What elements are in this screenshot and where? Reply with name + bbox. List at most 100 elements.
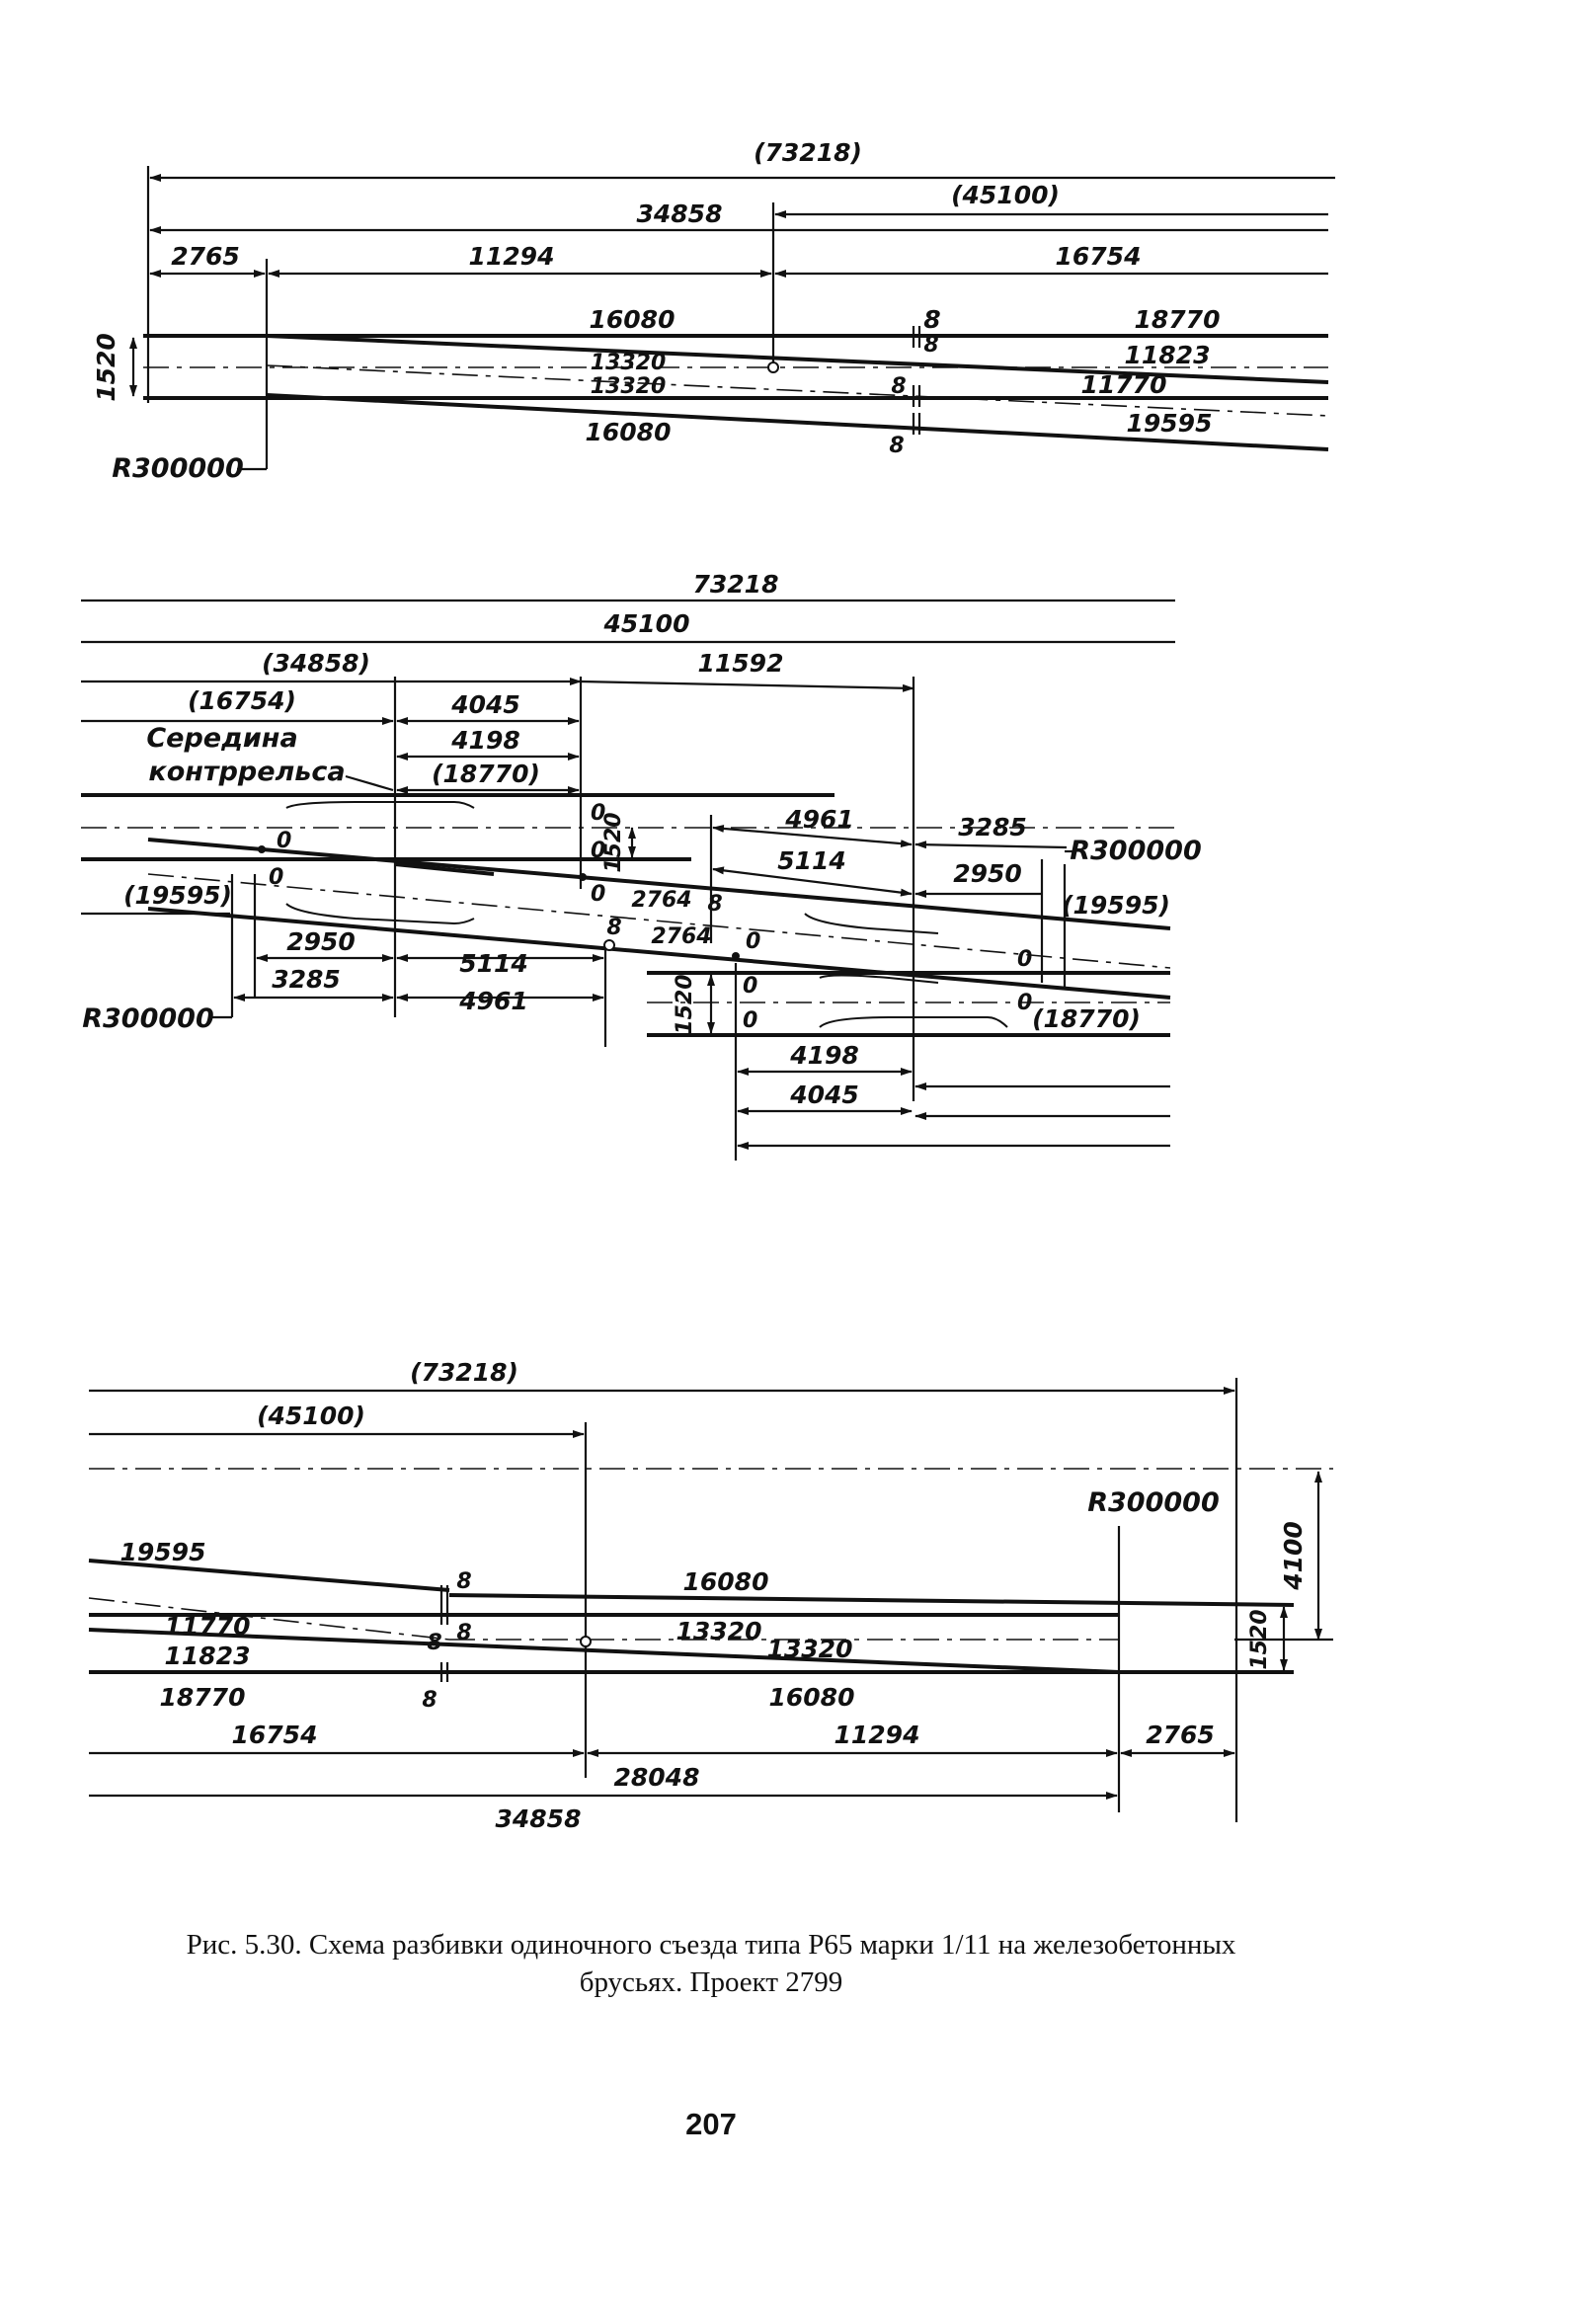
dim-1520: 1520 <box>1247 1609 1272 1669</box>
dim-2950: 2950 <box>286 927 356 956</box>
frog-block <box>394 862 495 876</box>
diverging-axis <box>266 364 1329 417</box>
zero-mark: 0 <box>746 929 760 954</box>
middle-diagram: 73218 45100 (34858) 11592 (16754) 4045 С… <box>81 570 1202 1161</box>
joint-point <box>579 873 587 881</box>
diverging-axis <box>88 1597 450 1641</box>
bottom-diagram: (73218) (45100) R300000 4100 19595 8 160… <box>88 1358 1333 1833</box>
dim-16754: 16754 <box>232 1721 318 1749</box>
joint-point <box>732 952 740 960</box>
zero-mark: 0 <box>277 829 291 853</box>
zero-mark: 0 <box>591 882 605 907</box>
dim-11770: 11770 <box>165 1612 251 1641</box>
diverging-rail <box>88 1559 450 1592</box>
guard-rail <box>285 903 475 925</box>
dim-19595: (19595) <box>1062 891 1170 920</box>
dim-11294: 11294 <box>469 242 555 271</box>
dim-2764: 2764 <box>631 888 691 913</box>
leader-line <box>345 774 394 792</box>
zero-mark: 0 <box>1017 991 1032 1015</box>
caption-line-1: Рис. 5.30. Схема разбивки одиночного съе… <box>186 1929 1236 1961</box>
dim-4045: 4045 <box>450 690 520 719</box>
dim-11592: 11592 <box>698 649 784 678</box>
radius-label: R300000 <box>1070 836 1202 866</box>
dim-45100: (45100) <box>257 1402 365 1430</box>
dim-45100: 45100 <box>603 609 690 638</box>
dim-28048: 28048 <box>614 1763 700 1792</box>
zero-mark: 0 <box>743 974 757 999</box>
dim-5114: 5114 <box>777 846 846 875</box>
radius-label: R300000 <box>112 453 244 484</box>
zero-mark: 0 <box>743 1008 757 1033</box>
dim-4100: 4100 <box>1279 1521 1308 1591</box>
page-number: 207 <box>685 2107 737 2141</box>
top-diagram: (73218) (45100) 34858 2765 11294 16754 1… <box>92 138 1335 484</box>
dim-4198: 4198 <box>450 726 520 755</box>
dim-16080: 16080 <box>769 1683 855 1712</box>
dim-1520: 1520 <box>673 974 697 1034</box>
joint-point <box>258 845 266 853</box>
diverging-rail <box>147 838 1171 930</box>
dim-5114: 5114 <box>459 949 528 978</box>
guard-rail-midpoint-label: Середина <box>146 723 297 754</box>
dim-2950: 2950 <box>953 859 1022 888</box>
dim-4961: 4961 <box>784 805 854 834</box>
dim-line-3285 <box>914 841 1068 849</box>
guard-rail-midpoint-label: контррельса <box>148 757 345 787</box>
dim-8: 8 <box>891 374 906 399</box>
frog-point <box>603 939 615 951</box>
dim-16080: 16080 <box>683 1567 769 1596</box>
frog-point <box>580 1636 592 1647</box>
dim-2765: 2765 <box>171 242 240 271</box>
radius-label: R300000 <box>82 1003 214 1034</box>
zero-mark: 0 <box>591 839 605 863</box>
diverging-rail <box>266 393 1329 451</box>
dim-8: 8 <box>422 1688 437 1713</box>
zero-mark: 0 <box>1017 947 1032 972</box>
dim-19595: (19595) <box>123 881 232 910</box>
diverging-axis <box>147 873 1171 969</box>
dim-13320: 13320 <box>676 1617 762 1645</box>
guard-rail <box>804 913 939 934</box>
dim-8: 8 <box>456 1569 471 1594</box>
dim-18770: (18770) <box>432 760 540 788</box>
guard-rail <box>285 801 475 809</box>
dim-line-4961 <box>712 824 913 848</box>
dim-8: 8 <box>427 1631 441 1655</box>
dim-13320: 13320 <box>591 374 667 399</box>
dim-1520: 1520 <box>92 333 120 402</box>
dim-19595: 19595 <box>1127 409 1213 438</box>
dim-3285: 3285 <box>272 965 341 994</box>
dim-8: 8 <box>923 333 938 358</box>
zero-mark: 0 <box>269 865 283 890</box>
dim-73218: (73218) <box>754 138 862 167</box>
radius-label: R300000 <box>1087 1487 1220 1518</box>
dim-8: 8 <box>889 434 904 458</box>
dim-3285: 3285 <box>958 813 1027 841</box>
diverging-rail <box>147 907 1171 1000</box>
dim-16080: 16080 <box>586 418 672 446</box>
dim-8: 8 <box>606 916 621 940</box>
dim-8: 8 <box>923 305 940 334</box>
dim-8: 8 <box>456 1621 471 1645</box>
dim-4198: 4198 <box>789 1041 859 1070</box>
dim-19595: 19595 <box>120 1538 206 1566</box>
guard-rail <box>819 974 939 984</box>
dim-73218: (73218) <box>410 1358 518 1387</box>
dim-11294: 11294 <box>834 1721 920 1749</box>
caption-line-2: брусьях. Проект 2799 <box>579 1966 843 1998</box>
dim-34858: 34858 <box>637 200 723 228</box>
diverging-rail <box>266 334 1329 384</box>
dim-line-5114 <box>712 866 913 897</box>
zero-mark: 0 <box>591 801 605 826</box>
dim-34858: 34858 <box>496 1804 582 1833</box>
diverging-rail <box>88 1628 1120 1674</box>
dim-11770: 11770 <box>1081 370 1167 399</box>
dim-16754: (16754) <box>188 686 296 715</box>
frog-point <box>767 361 779 373</box>
dim-11823: 11823 <box>1125 341 1211 369</box>
dim-16080: 16080 <box>590 305 675 334</box>
dim-line-11592 <box>580 680 914 692</box>
dim-73218: 73218 <box>693 570 779 599</box>
